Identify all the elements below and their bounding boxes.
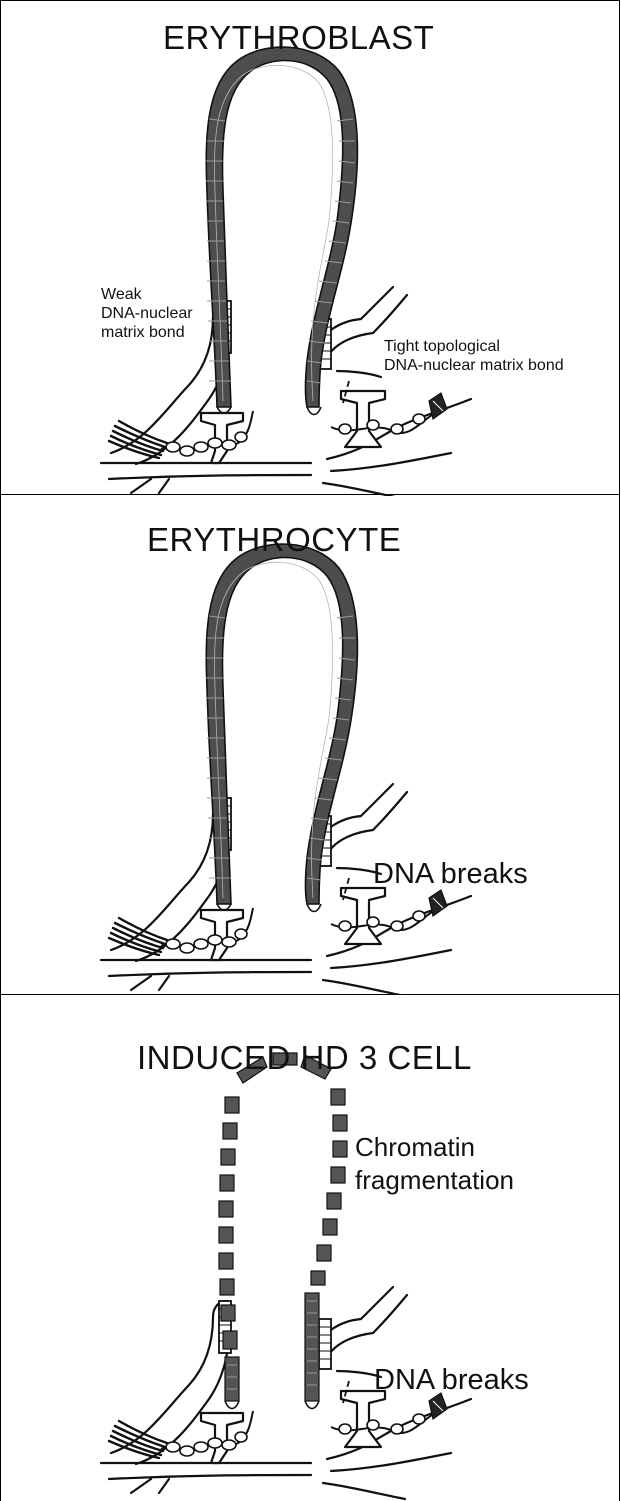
panel-title: ERYTHROCYTE xyxy=(147,521,401,559)
chromatin-loop xyxy=(101,544,471,995)
panel-induced-hd3-cell: INDUCED HD 3 CELL Chromatin fragmentatio… xyxy=(0,995,620,1501)
erythroblast-diagram xyxy=(1,1,621,496)
fragmentation-label: Chromatin fragmentation xyxy=(355,1131,514,1198)
dna-breaks-label: DNA breaks xyxy=(374,1363,529,1397)
tight-bond-label: Tight topological DNA-nuclear matrix bon… xyxy=(384,338,564,376)
panel-title: ERYTHROBLAST xyxy=(163,19,434,57)
panel-title: INDUCED HD 3 CELL xyxy=(137,1039,472,1077)
weak-bond-label: Weak DNA-nuclear matrix bond xyxy=(101,286,193,343)
erythrocyte-diagram xyxy=(1,495,621,995)
panel-erythroblast: ERYTHROBLAST Weak DNA-nuclear matrix bon… xyxy=(0,0,620,495)
dna-breaks-label: DNA breaks xyxy=(373,857,528,891)
panel-erythrocyte: ERYTHROCYTE DNA breaks xyxy=(0,495,620,995)
chromatin-loop xyxy=(101,47,471,496)
